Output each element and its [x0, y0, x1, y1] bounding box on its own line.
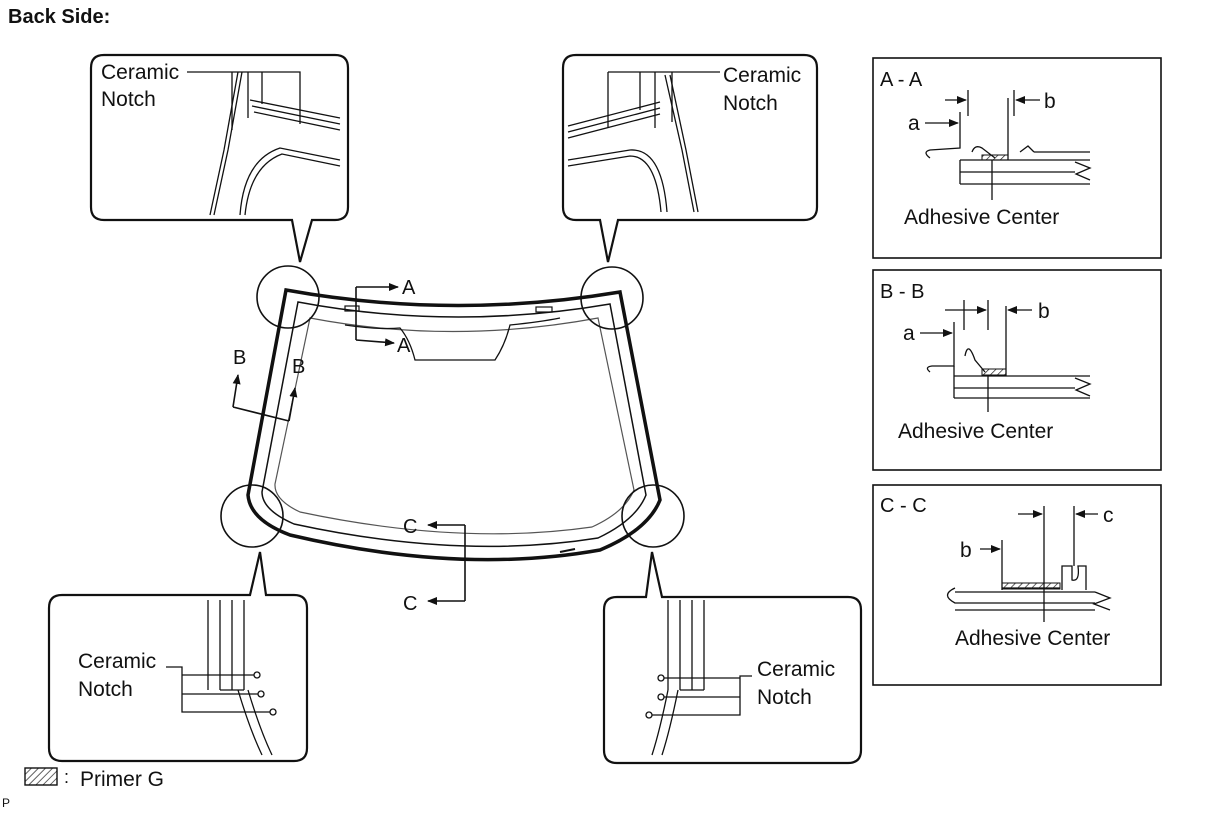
section-c-caption: Adhesive Center: [955, 627, 1110, 650]
marker-b-right: B: [292, 356, 305, 378]
marker-c-top: C: [403, 516, 417, 538]
legend-separator: :: [64, 767, 69, 787]
windshield-glass: [246, 287, 662, 562]
section-c-dim-c: c: [1103, 504, 1114, 527]
callout-br-line1: Ceramic: [757, 658, 835, 681]
section-a-a-panel: A - A b a Adhesive Center: [872, 57, 1162, 259]
footer-code: P: [2, 796, 11, 810]
section-marker-b: [232, 374, 298, 422]
callout-br-line2: Notch: [757, 686, 812, 709]
callout-tl-line1: Ceramic: [101, 61, 179, 84]
section-b-b-panel: B - B b a Adhesive Center: [872, 269, 1162, 471]
section-a-caption: Adhesive Center: [904, 206, 1059, 229]
diagram-title: Back Side:: [8, 6, 111, 28]
legend-label: Primer G: [80, 768, 164, 791]
callout-tr-line2: Notch: [723, 92, 778, 115]
callout-tl-line2: Notch: [101, 88, 156, 111]
section-a-dim-b: b: [1044, 90, 1056, 113]
section-b-dim-b: b: [1038, 300, 1050, 323]
section-marker-c: [427, 521, 466, 605]
callout-top-right: Ceramic Notch: [561, 53, 819, 263]
primer-g-swatch: [24, 767, 58, 786]
section-a-dim-a: a: [908, 112, 920, 135]
marker-c-bottom: C: [403, 593, 417, 615]
callout-bl-line1: Ceramic: [78, 650, 156, 673]
callout-tr-line1: Ceramic: [723, 64, 801, 87]
marker-b-left: B: [233, 347, 246, 369]
section-b-title: B - B: [880, 281, 924, 303]
section-marker-a: [355, 283, 399, 347]
section-a-title: A - A: [880, 69, 923, 91]
section-c-title: C - C: [880, 495, 927, 517]
callout-bottom-left: Ceramic Notch: [47, 551, 309, 763]
marker-a-top: A: [402, 277, 416, 299]
legend: : Primer G: [24, 767, 164, 791]
callout-top-left: Ceramic Notch: [89, 53, 350, 263]
section-b-caption: Adhesive Center: [898, 420, 1053, 443]
section-b-dim-a: a: [903, 322, 915, 345]
section-c-c-panel: C - C c b Adhesive Center: [872, 484, 1162, 686]
section-c-dim-b: b: [960, 539, 972, 562]
marker-a-bottom: A: [397, 335, 411, 357]
callout-bottom-right: Ceramic Notch: [602, 551, 863, 765]
detail-circles: [220, 265, 685, 548]
callout-bl-line2: Notch: [78, 678, 133, 701]
